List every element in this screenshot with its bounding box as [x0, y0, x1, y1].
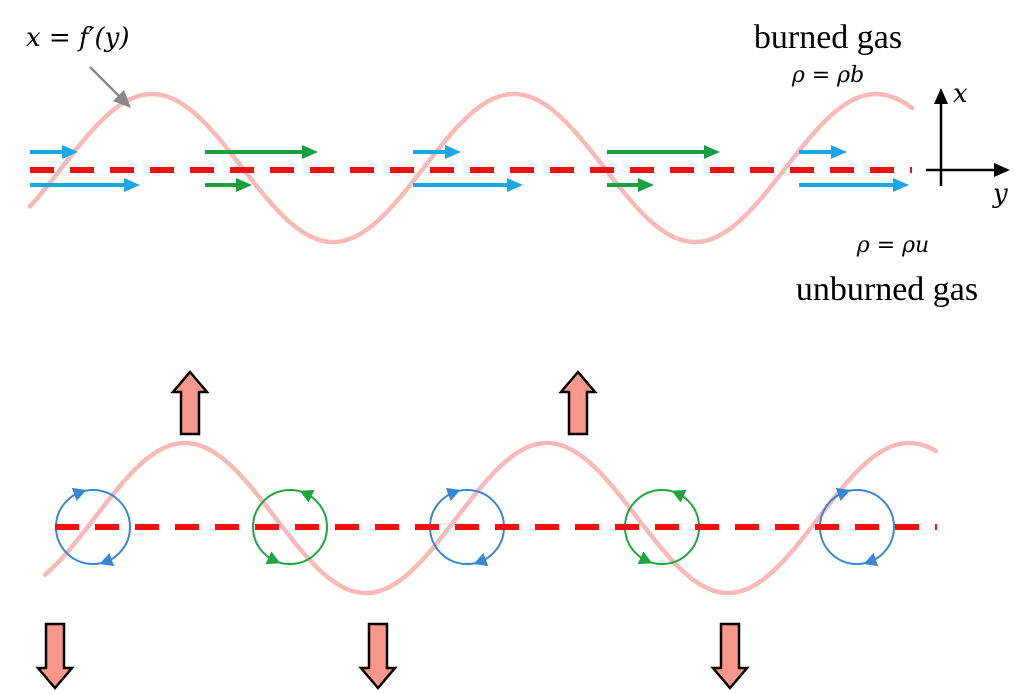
- velocity-arrow: [30, 178, 140, 192]
- velocity-arrow: [205, 145, 318, 159]
- top-panel: x = f′(y) burned gas ρ = ρb ρ = ρu unbur…: [26, 19, 1010, 308]
- down-displacement-arrow: [358, 622, 398, 690]
- equation-pointer: [89, 66, 131, 108]
- interface-equation: x = f′(y): [26, 23, 129, 53]
- unburned-density-label: ρ = ρu: [856, 233, 929, 258]
- coordinate-axes: x y: [926, 79, 1010, 209]
- velocity-arrow: [413, 145, 461, 159]
- velocity-arrow: [30, 145, 78, 159]
- up-displacement-arrow: [558, 370, 598, 436]
- bottom-panel: [35, 370, 939, 690]
- velocity-arrow: [205, 178, 252, 192]
- up-displacement-arrow: [170, 370, 210, 436]
- flame-front-curve: [27, 91, 915, 245]
- burned-density-label: ρ = ρb: [791, 63, 864, 88]
- velocity-arrow: [413, 178, 523, 192]
- x-axis-label: x: [953, 79, 968, 109]
- velocity-arrow: [799, 178, 909, 192]
- displacement-arrows: [35, 370, 750, 690]
- unburned-gas-label: unburned gas: [796, 271, 978, 308]
- flame-front-curve-perturbed: [42, 440, 939, 596]
- y-axis-label: y: [992, 179, 1008, 209]
- burned-gas-label: burned gas: [754, 19, 902, 56]
- velocity-arrow: [607, 145, 720, 159]
- velocity-arrow: [799, 145, 847, 159]
- counterclockwise-vortex: [252, 489, 328, 565]
- velocity-arrow: [607, 178, 654, 192]
- down-displacement-arrow: [710, 622, 750, 690]
- down-displacement-arrow: [35, 622, 75, 690]
- velocity-arrows: [30, 145, 909, 192]
